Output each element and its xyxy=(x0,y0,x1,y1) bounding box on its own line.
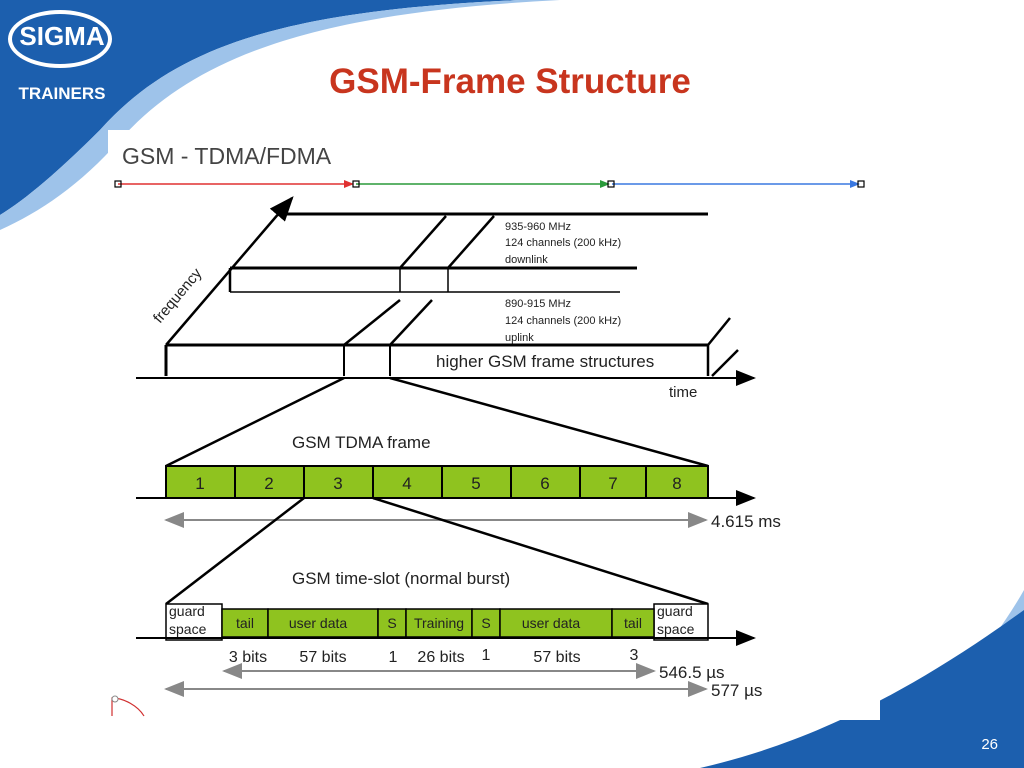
fdma-structure xyxy=(136,196,756,386)
tdma-frame: 1 2 3 4 5 6 7 8 xyxy=(165,465,709,499)
burst-label-tail-2: tail xyxy=(624,615,642,631)
blue-swoosh-top xyxy=(0,0,520,215)
bits-user-data-1: 57 bits xyxy=(299,649,346,666)
arrow-node-3 xyxy=(607,180,615,188)
bits-tail-1: 3 bits xyxy=(229,649,267,666)
diagonal-3 xyxy=(399,215,447,269)
tdma-slot-8 xyxy=(645,465,709,499)
tdma-slot-label-1: 1 xyxy=(195,474,204,493)
bits-user-data-2: 57 bits xyxy=(533,649,580,666)
guard-left-line-2: space xyxy=(169,621,207,637)
downlink-line-3: downlink xyxy=(505,254,548,266)
green-arrow-head xyxy=(600,180,610,188)
tdma-slot-label-2: 2 xyxy=(264,474,273,493)
guard-space-right-box xyxy=(653,603,709,641)
tdma-slot-label-5: 5 xyxy=(471,474,480,493)
diagonal-1 xyxy=(343,299,401,346)
red-curve-node xyxy=(111,695,119,703)
logo-sub-text: TRAINERS xyxy=(18,84,106,103)
tdma-slot-7 xyxy=(579,465,647,499)
tdma-slot-label-7: 7 xyxy=(608,474,617,493)
tdma-slot-label-6: 6 xyxy=(540,474,549,493)
slide-title: GSM-Frame Structure xyxy=(329,62,691,101)
time-label: time xyxy=(669,384,697,401)
uplink-line-1: 890-915 MHz xyxy=(505,298,571,310)
logo-main-text: SIGMA xyxy=(19,21,105,51)
guard-right-line-2: space xyxy=(657,621,695,637)
burst-field-tail-2 xyxy=(611,608,655,638)
arrow-node-1 xyxy=(114,180,122,188)
tdma-slot-4 xyxy=(372,465,443,499)
bits-s-2: 1 xyxy=(482,647,491,664)
uplink-right-slant-1 xyxy=(707,317,731,346)
burst-label-tail-1: tail xyxy=(236,615,254,631)
burst-label-s-2: S xyxy=(481,615,490,631)
guard-left-line-1: guard xyxy=(169,603,205,619)
tdma-slot-label-3: 3 xyxy=(333,474,342,493)
frame-duration-label: 4.615 ms xyxy=(711,512,781,531)
downlink-line-2: 124 channels (200 kHz) xyxy=(505,237,621,249)
diagonal-4 xyxy=(447,215,495,269)
bits-s-1: 1 xyxy=(389,649,398,666)
tdma-slot-label-4: 4 xyxy=(402,474,411,493)
normal-burst: guard space guard space tail user data S… xyxy=(165,603,709,641)
burst-label-s-1: S xyxy=(387,615,396,631)
zoom-line-left-2 xyxy=(165,497,305,605)
timeslot-label: GSM time-slot (normal burst) xyxy=(292,569,510,588)
burst-label-user-data-2: user data xyxy=(522,615,581,631)
slot-duration-label: 577 µs xyxy=(711,681,762,700)
red-arrow-head xyxy=(344,180,354,188)
uplink-right-slant-2 xyxy=(711,349,739,377)
guard-space-left-box xyxy=(165,603,223,641)
burst-label-training: Training xyxy=(414,615,464,631)
zoom-line-right-1 xyxy=(389,376,709,468)
burst-duration-label: 546.5 µs xyxy=(659,663,725,682)
frequency-label: frequency xyxy=(150,265,206,327)
zoom-line-right-2 xyxy=(372,496,709,606)
guard-right-line-1: guard xyxy=(657,603,693,619)
arrow-node-4 xyxy=(857,180,865,188)
uplink-line-2: 124 channels (200 kHz) xyxy=(505,315,621,327)
tdma-slot-label-8: 8 xyxy=(672,474,681,493)
diagonal-2 xyxy=(389,299,433,346)
burst-field-tail-1 xyxy=(221,608,269,638)
logo-oval xyxy=(8,10,112,68)
higher-frames-label: higher GSM frame structures xyxy=(436,352,654,371)
arrow-node-2 xyxy=(352,180,360,188)
zoom-line-left-1 xyxy=(165,376,345,468)
burst-label-user-data-1: user data xyxy=(289,615,348,631)
blue-swoosh-bottom xyxy=(700,610,1024,768)
blue-arrow-head xyxy=(850,180,860,188)
page-number: 26 xyxy=(981,736,998,753)
uplink-line-3: uplink xyxy=(505,332,534,344)
downlink-line-1: 935-960 MHz xyxy=(505,221,571,233)
bits-tail-2: 3 xyxy=(630,647,639,664)
top-colored-arrows xyxy=(114,180,865,188)
tdma-frame-label: GSM TDMA frame xyxy=(292,433,431,452)
diagram-heading: GSM - TDMA/FDMA xyxy=(122,143,332,169)
bits-training: 26 bits xyxy=(417,649,464,666)
